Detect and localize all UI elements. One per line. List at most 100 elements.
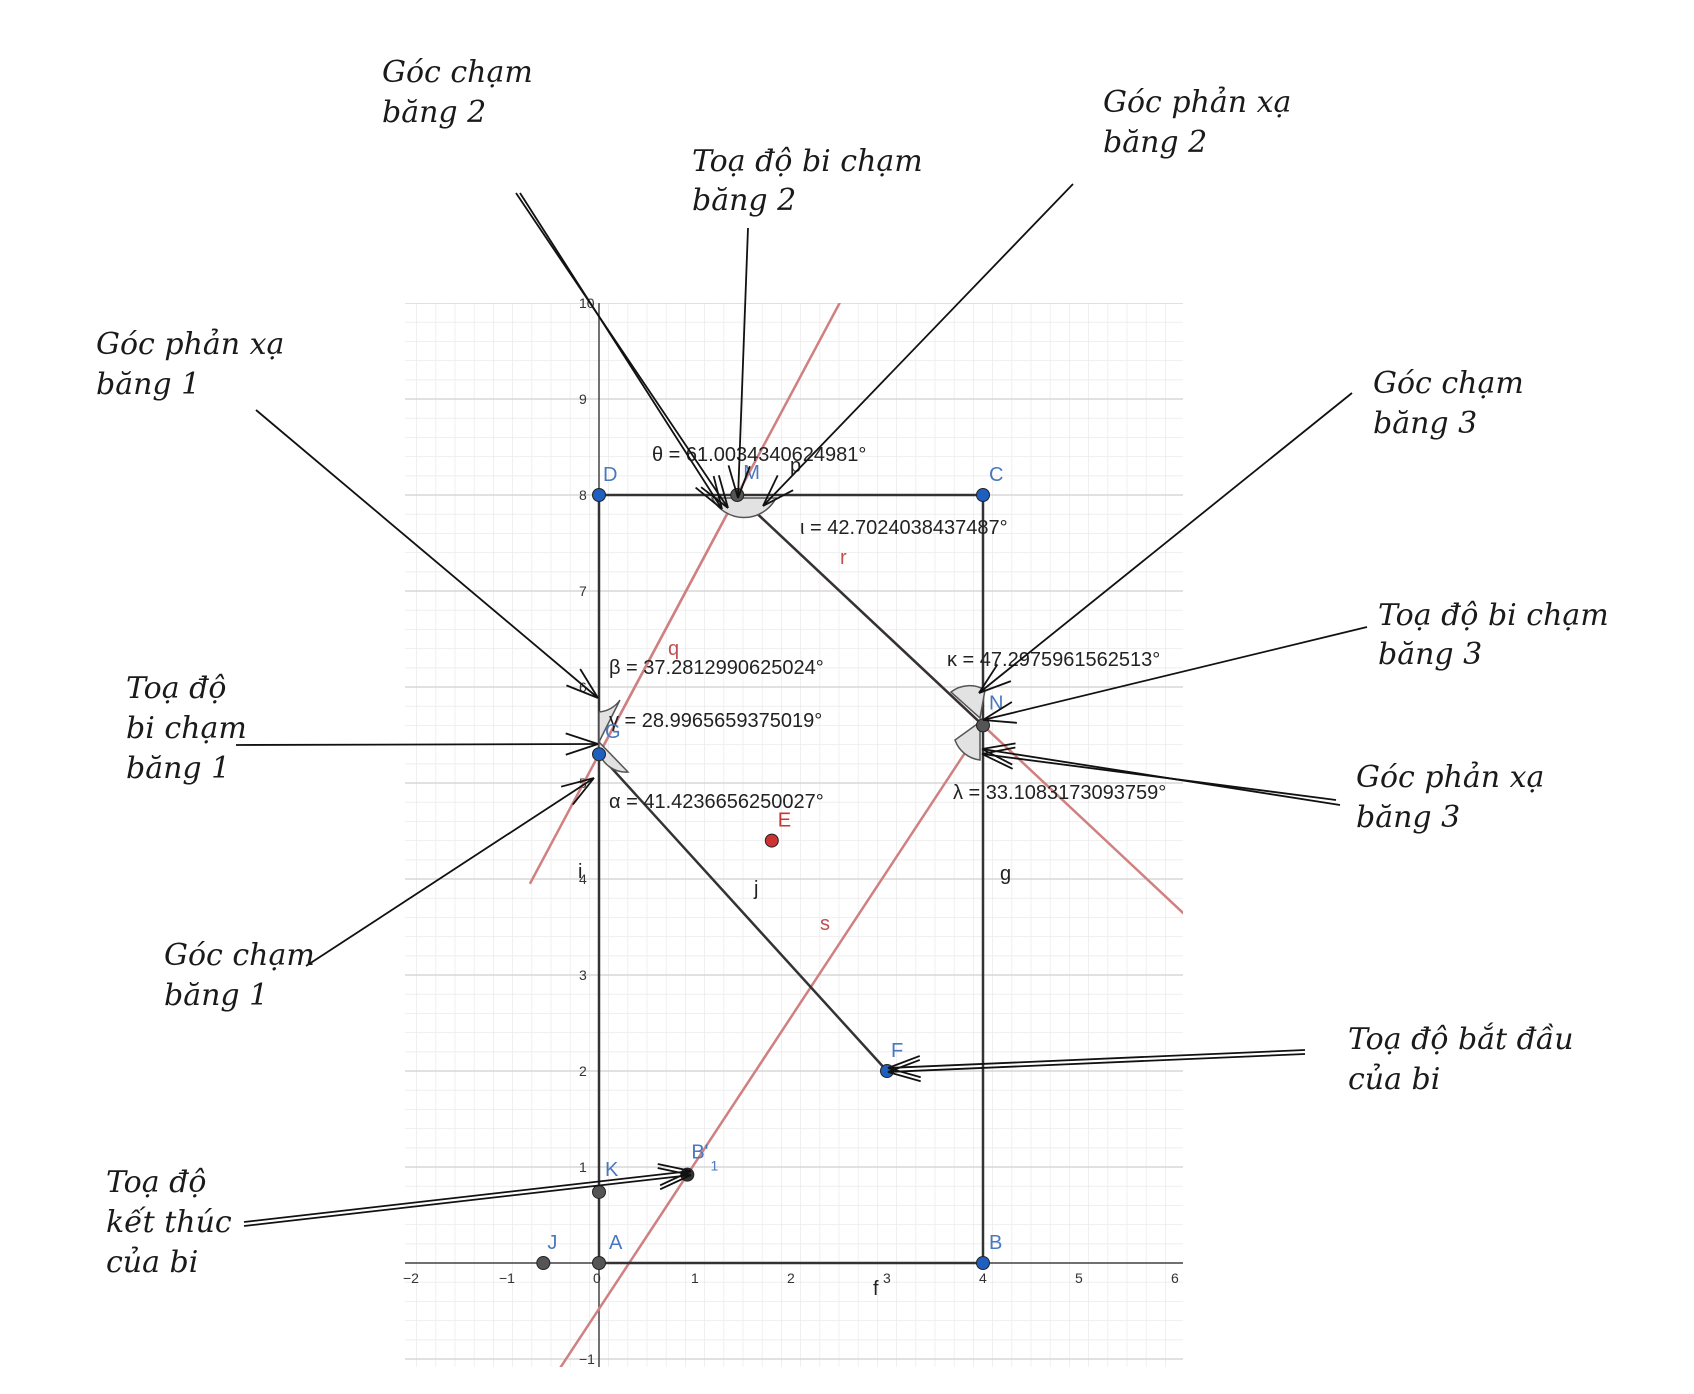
annotation-arrow-head (978, 663, 999, 694)
x-tick-label: −2 (403, 1270, 419, 1286)
point-n (976, 718, 990, 733)
annotation-goc-cham-bang-1: Góc chạm băng 1 (164, 938, 324, 1013)
x-tick-label: 0 (593, 1270, 601, 1286)
angle-alpha-label: α = 41.4236656250027° (609, 791, 824, 813)
x-tick-label: 1 (691, 1270, 699, 1286)
point-k (592, 1184, 606, 1199)
annotation-arrow-head (762, 474, 779, 507)
line-q-label: q (668, 638, 679, 660)
annotation-arrow-head (982, 719, 1017, 724)
annotation-arrows (235, 183, 1368, 1227)
annotation-arrow-shaft (243, 1170, 692, 1223)
annotation-arrow-head (727, 465, 739, 499)
annotation-arrow-shaft (235, 743, 599, 746)
annotation-arrow-shaft (305, 777, 595, 967)
line-s-label: s (820, 913, 830, 935)
point-a-label: A (609, 1232, 623, 1254)
x-tick-label: 4 (979, 1270, 987, 1286)
annotation-arrow-shaft (255, 409, 599, 699)
angle-kappa-label: κ = 47.2975961562513° (947, 649, 1160, 671)
y-tick-label: 3 (579, 967, 587, 983)
point-j-label: J (547, 1232, 557, 1254)
annotation-toa-do-ket-thuc: Toạ độ kết thúc của bi (106, 1165, 241, 1280)
annotation-arrow-shaft (515, 192, 729, 509)
annotations: Góc chạm băng 2 Toạ độ bi chạm băng 2 Gó… (96, 55, 1618, 1280)
annotation-arrow-head (657, 1163, 692, 1172)
line-i-label: i (578, 861, 582, 883)
annotation-arrow-head (978, 680, 1012, 694)
annotation-arrow-head (700, 486, 729, 509)
angle-theta-label: θ = 61.0034340624981° (652, 444, 866, 466)
y-tick-label: 2 (579, 1063, 587, 1079)
point-label-subscript: 1 (710, 1158, 718, 1174)
y-tick-label: 4 (579, 871, 587, 887)
point-b (976, 1256, 990, 1270)
annotation-toa-do-bi-cham-bang-1: Toạ độ bi chạm băng 1 (126, 671, 256, 786)
annotation-goc-phan-xa-bang-3: Góc phản xạ băng 3 (1356, 760, 1554, 835)
angle-arc-g-top (598, 699, 621, 743)
y-tick-label: −1 (579, 1351, 595, 1367)
annotation-toa-do-bi-cham-bang-3: Toạ độ bi chạm băng 3 (1378, 598, 1618, 672)
angle-labels: θ = 61.0034340624981° ι = 42.70240384374… (609, 444, 1166, 813)
x-tick-label: 2 (787, 1270, 795, 1286)
annotation-arrow-shaft (978, 392, 1353, 694)
point-g-label: G (605, 721, 621, 743)
annotation-arrow-shaft (887, 1053, 1306, 1073)
annotation-arrow-shaft (762, 183, 1074, 507)
angle-arcs (598, 497, 986, 773)
annotation-arrow-head (887, 1071, 921, 1083)
line-name-labels: q r s p j g f i (578, 455, 1011, 1300)
annotation-arrow-head (737, 465, 751, 499)
annotation-toa-do-bat-dau: Toạ độ bắt đầu của bi (1348, 1022, 1583, 1097)
annotation-arrow-head (579, 668, 599, 699)
angle-arc-n-bottom (954, 720, 981, 761)
point-k-label: K (605, 1159, 619, 1181)
annotation-arrow-head (572, 777, 595, 806)
table-rectangle (597, 493, 985, 1265)
annotation-arrow-head (566, 684, 599, 699)
angle-beta-label: β = 37.2812990625024° (609, 657, 824, 679)
annotation-arrow-head (565, 743, 599, 756)
segment-j (598, 753, 888, 1072)
annotation-arrow-head (981, 753, 1014, 770)
annotation-toa-do-bi-cham-bang-2: Toạ độ bi chạm băng 2 (692, 144, 932, 218)
x-tick-label: 5 (1075, 1270, 1083, 1286)
segment-m-n (736, 494, 984, 727)
y-tick-label: 8 (579, 487, 587, 503)
annotation-goc-cham-bang-2: Góc chạm băng 2 (382, 55, 542, 130)
annotation-arrow-head (981, 742, 1016, 750)
annotation-arrow-head (762, 489, 794, 507)
y-tick-label: 1 (579, 1159, 587, 1175)
annotation-arrow-head (695, 486, 723, 510)
point-g (592, 747, 606, 762)
annotation-goc-phan-xa-bang-1: Góc phản xạ băng 1 (96, 327, 294, 402)
segment-g-m (597, 494, 739, 755)
annotation-arrow-shaft (982, 626, 1368, 721)
line-p-label: p (790, 455, 801, 477)
annotation-arrow-head (560, 777, 595, 788)
angle-gamma-label: γ = 28.9965659375019° (609, 710, 822, 732)
point-f-label: F (891, 1040, 903, 1062)
point-j (536, 1256, 551, 1270)
angle-iota-label: ι = 42.7024038437487° (800, 517, 1008, 539)
point-d (592, 488, 606, 502)
y-tick-label: 10 (579, 295, 595, 311)
point-b-label: B (989, 1232, 1002, 1254)
point-c-label: C (989, 464, 1003, 486)
annotation-arrow-head (717, 475, 729, 509)
annotation-arrow-shaft (243, 1174, 692, 1227)
point-e (764, 833, 779, 848)
x-tick-label: 3 (883, 1270, 891, 1286)
annotation-arrow-shaft (887, 1049, 1306, 1069)
annotation-arrow-head (565, 732, 599, 745)
y-tick-label: 6 (579, 679, 587, 695)
coordinate-grid (405, 303, 1183, 1367)
x-tick-label: 6 (1171, 1270, 1179, 1286)
line-f-label: f (873, 1278, 879, 1300)
x-tick-label: −1 (499, 1270, 515, 1286)
annotation-arrow-head (657, 1167, 692, 1176)
annotation-arrow-head (981, 746, 1016, 755)
